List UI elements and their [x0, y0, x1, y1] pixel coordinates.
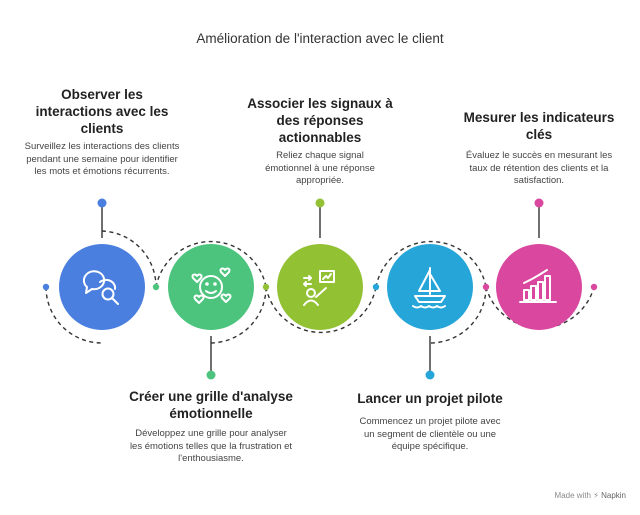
step-4-description: Commencez un projet pilote avec un segme… [359, 416, 501, 452]
step-1-description: Surveillez les interactions des clients … [24, 141, 180, 177]
stem-dot-2 [206, 370, 216, 380]
sailboat-icon [412, 267, 446, 309]
dashed-path [45, 240, 595, 344]
step-circle-2 [168, 244, 254, 330]
diagram-title: Amélioration de l'interaction avec le cl… [196, 31, 444, 46]
stem-dot-3 [315, 198, 325, 208]
napkin-logo-icon: ⚡ [593, 491, 599, 500]
made-with-label: Made with [554, 491, 591, 500]
step-4-title: Lancer un projet pilote [357, 391, 503, 406]
connector-dots [42, 283, 598, 291]
step-5-title: Mesurer les indicateurs clés [463, 110, 615, 142]
step-circle-3 [277, 244, 363, 330]
step-2-description: Développez une grille pour analyser les … [129, 428, 293, 464]
stem-dot-5 [534, 198, 544, 208]
chat-search-icon [82, 270, 119, 305]
made-with-napkin[interactable]: Made with ⚡ Napkin [555, 491, 626, 500]
stem-dot-1 [97, 198, 107, 208]
step-3-title: Associer les signaux à des réponses acti… [247, 96, 393, 145]
stem-dot-4 [425, 370, 435, 380]
step-5-description: Évaluez le succès en mesurant les taux d… [465, 150, 613, 186]
step-3-description: Reliez chaque signal émotionnel à une ré… [265, 150, 375, 186]
presenter-icon [303, 270, 335, 306]
napkin-brand: Napkin [601, 491, 626, 500]
step-2-title: Créer une grille d'analyse émotionnelle [129, 389, 293, 421]
stems [101, 203, 540, 373]
emotions-icon [191, 267, 232, 304]
bar-chart-icon [519, 269, 557, 303]
step-1-title: Observer les interactions avec les clien… [35, 87, 169, 136]
